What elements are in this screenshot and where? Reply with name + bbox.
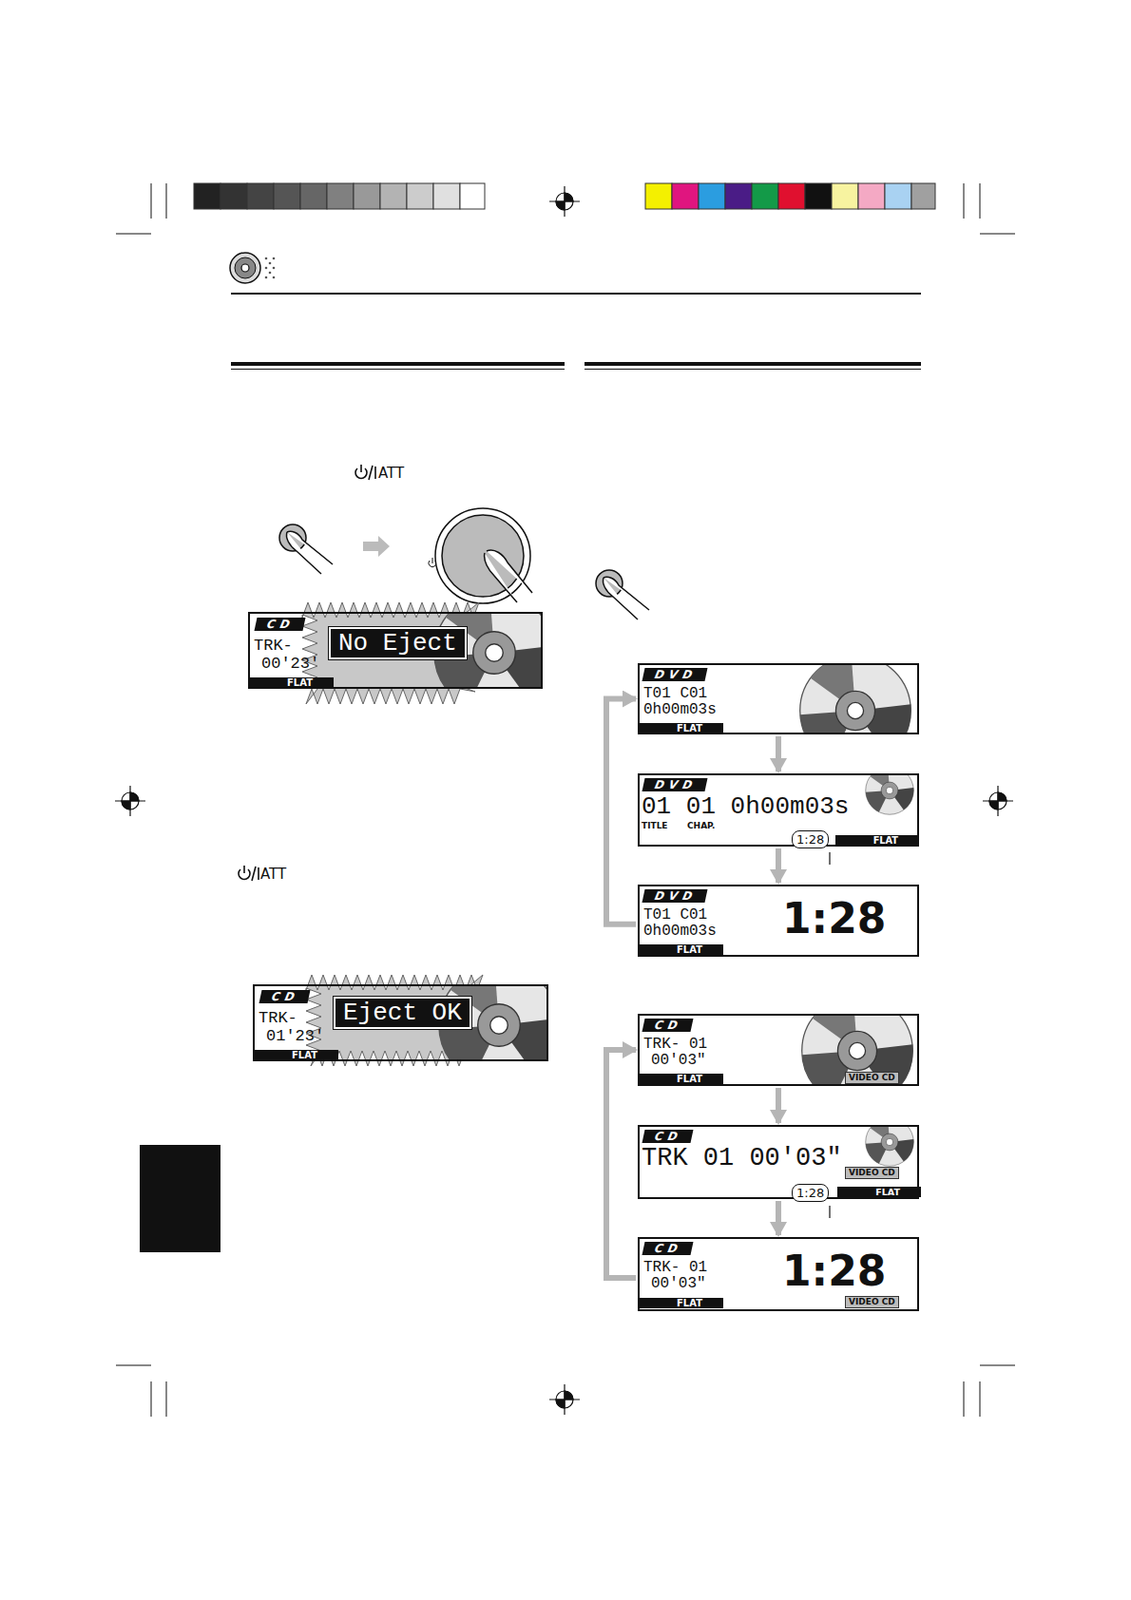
- cycle-arrow: [775, 1088, 782, 1124]
- sound-mode: FLAT: [835, 835, 920, 846]
- display-logo: CD: [642, 1242, 694, 1256]
- disc-type-indicator: VIDEO CD: [844, 1072, 900, 1085]
- lcd-large-text: 01 01 0h00m03s: [641, 794, 849, 820]
- lcd-caption: TITLE: [641, 822, 669, 831]
- display-logo: DVD: [642, 668, 709, 682]
- lcd-text: 00'03": [651, 1276, 707, 1292]
- cd-display: CD TRK-01'23' Eject OK FLAT: [252, 984, 549, 1062]
- clock-callout: 1:28: [791, 1184, 829, 1203]
- sound-mode: FLAT: [639, 723, 724, 734]
- lcd-text: TRK- 01: [643, 1260, 708, 1276]
- sound-mode: FLAT: [639, 1298, 724, 1309]
- dvd-display: DVD T01 C010h00m03s 1:28FLAT: [637, 884, 920, 958]
- disc-art: [434, 593, 915, 1167]
- cycle-arrow: [775, 1201, 782, 1236]
- button-press: [279, 508, 533, 604]
- popup-message: No Eject: [328, 627, 467, 660]
- lcd-text: 0h00m03s: [643, 702, 717, 718]
- lcd-text: 00'23': [261, 655, 320, 672]
- sound-mode: FLAT: [639, 1073, 724, 1085]
- registration-mark: [115, 186, 1014, 1416]
- cycle-arrow: [775, 848, 782, 883]
- lcd-text: TRK-: [253, 637, 293, 654]
- lcd-text: T01 C01: [643, 907, 708, 923]
- grey-bar: [193, 183, 485, 210]
- display-logo: DVD: [642, 889, 709, 903]
- sound-mode: FLAT: [639, 944, 724, 956]
- display-logo: CD: [642, 1130, 694, 1144]
- dvd-display: DVD T01 C010h00m03sFLAT: [637, 663, 920, 735]
- cycle-arrow: [606, 1050, 636, 1279]
- button-press: [595, 570, 650, 620]
- display-logo: CD: [642, 1018, 694, 1033]
- clock-display: 1:28: [782, 898, 886, 940]
- lcd-text: 01'23': [266, 1028, 325, 1045]
- display-logo: CD: [254, 617, 307, 632]
- cycle-arrow: [606, 699, 636, 925]
- disc-icon: [230, 252, 275, 284]
- lcd-text: 0h00m03s: [643, 923, 717, 940]
- vcd-display: CD TRK 01 00'03" 1:28 VIDEO CD FLAT: [637, 1125, 920, 1200]
- disc-type-indicator: VIDEO CD: [844, 1296, 900, 1309]
- popup-message: Eject OK: [333, 996, 472, 1030]
- cycle-arrow: [775, 736, 782, 772]
- vcd-display: CD TRK- 0100'03" 1:28FLAT VIDEO CD: [637, 1237, 920, 1312]
- button-label: ATT: [260, 867, 287, 882]
- display-logo: DVD: [642, 778, 709, 792]
- dvd-display: DVD 01 01 0h00m03sTITLE CHAP. 1:28 FLAT: [637, 773, 920, 847]
- colour-bar: [645, 183, 936, 210]
- lcd-large-text: TRK 01 00'03": [641, 1146, 843, 1172]
- header-rule: [230, 292, 921, 295]
- crop-mark: [115, 183, 1016, 1418]
- sound-mode: FLAT: [254, 1050, 339, 1061]
- cd-display: CD TRK-00'23' No EjectFLAT: [248, 612, 543, 690]
- section-rule: [230, 362, 921, 370]
- clock-callout: 1:28: [791, 830, 829, 849]
- clock-display: 1:28: [782, 1250, 886, 1293]
- lcd-text: TRK- 01: [643, 1036, 708, 1053]
- lcd-caption: CHAP.: [687, 822, 715, 831]
- sound-mode: FLAT: [249, 677, 334, 689]
- section-tab: [139, 1145, 221, 1253]
- disc-type-indicator: VIDEO CD: [844, 1167, 900, 1180]
- lcd-text: 00'03": [651, 1053, 707, 1069]
- display-logo: CD: [259, 990, 311, 1004]
- lcd-text: T01 C01: [643, 686, 708, 702]
- sound-mode: FLAT: [837, 1187, 921, 1198]
- button-label: ATT: [378, 466, 404, 481]
- vcd-display: CD TRK- 0100'03" FLAT VIDEO CD: [637, 1014, 920, 1087]
- lcd-text: TRK-: [258, 1010, 298, 1027]
